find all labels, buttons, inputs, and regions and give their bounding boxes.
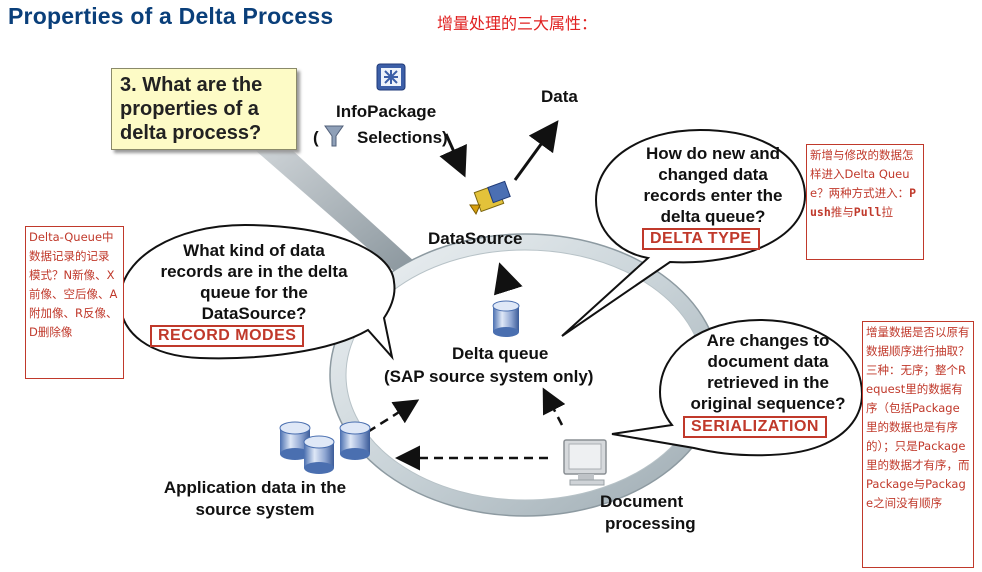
infopackage-icon: [376, 63, 406, 91]
application-data-database-icon: [279, 421, 371, 474]
datasource-icon: [469, 180, 511, 216]
doc-processing-sublabel: processing: [605, 514, 696, 533]
delta-type-tag: DELTA TYPE: [642, 228, 760, 250]
app-data-label: Application data in the: [163, 478, 347, 497]
delta-queue-database-icon: [492, 300, 520, 337]
bubble-record-modes-shape: [118, 223, 396, 361]
note-serialization-cn: 增量数据是否以原有数据顺序进行抽取？三种：无序；整个Request里的数据有序（…: [862, 321, 974, 568]
note-delta-type-cn: 新增与修改的数据怎样进入Delta Queue？两种方式进入：Push推与Pul…: [806, 144, 924, 260]
data-label: Data: [541, 87, 578, 106]
doc-processing-label: Document: [600, 492, 684, 511]
bubble-delta-type-text: How do new and changed data records ente…: [643, 144, 783, 226]
arrow-datasource-to-data: [513, 120, 559, 181]
bubble-record-modes-text: What kind of data records are in the del…: [160, 241, 348, 323]
datasource-label: DataSource: [428, 229, 523, 248]
page-title: Properties of a Delta Process: [8, 3, 334, 29]
selections-paren: (: [313, 128, 319, 147]
serialization-tag: SERIALIZATION: [683, 416, 827, 438]
app-data-sublabel: source system: [195, 500, 315, 519]
arrow-queue-to-datasource: [493, 262, 523, 296]
arrow-infopackage-to-datasource: [439, 133, 467, 178]
funnel-icon: [324, 125, 344, 147]
delta-queue-sublabel: (SAP source system only): [384, 367, 594, 386]
question-text: 3. What are the properties of a delta pr…: [120, 74, 263, 144]
bubble-serialization-text: Are changes to document data retrieved i…: [690, 331, 846, 413]
delta-queue-label: Delta queue: [452, 344, 549, 363]
note-record-modes-cn: Delta-Queue中数据记录的记录模式？N新像、X前像、空后像、A附加像、R…: [25, 226, 124, 379]
selections-label: Selections): [357, 128, 448, 147]
pointer-beam: [255, 150, 415, 272]
chinese-title: 增量处理的三大属性：: [437, 14, 598, 33]
record-modes-tag: RECORD MODES: [150, 325, 305, 347]
arrow-app-to-queue: [354, 399, 420, 442]
arrow-doc-to-queue: [542, 387, 566, 426]
computer-icon: [563, 439, 607, 486]
infopackage-label: InfoPackage: [336, 102, 437, 121]
question-box: 3. What are the properties of a delta pr…: [111, 68, 297, 150]
